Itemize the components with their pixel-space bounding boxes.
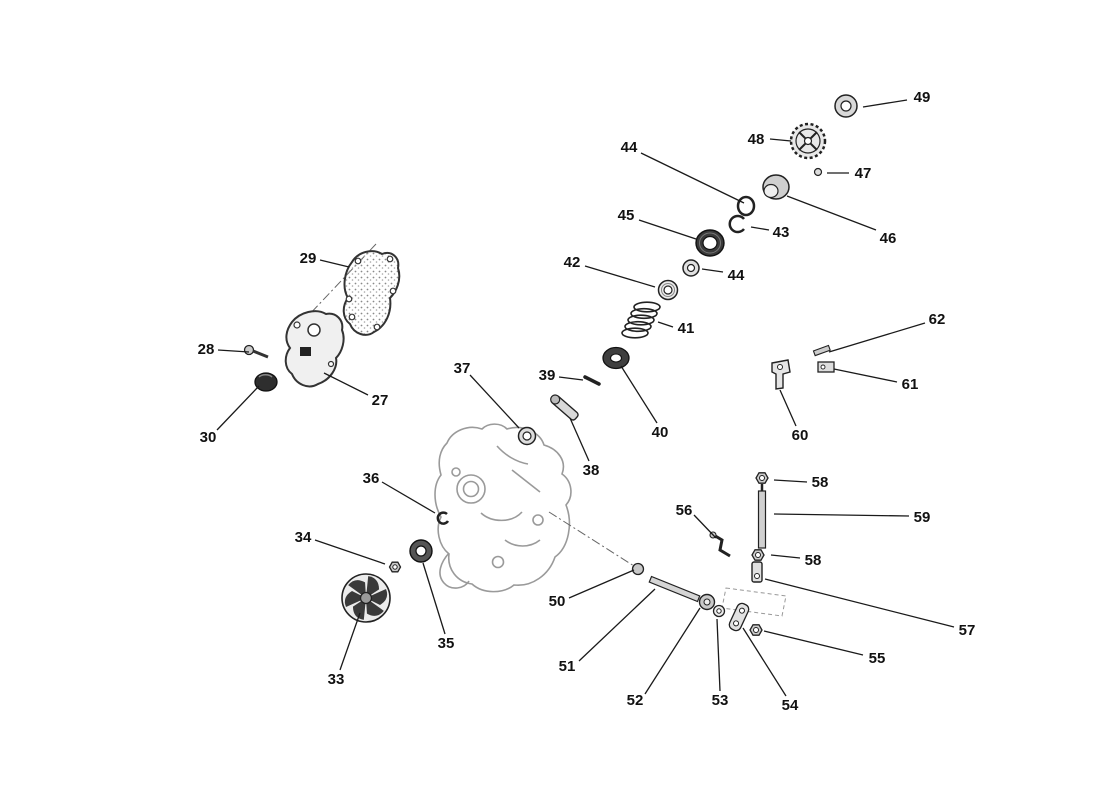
part-36-clip (436, 511, 450, 525)
callout-48: 48 (748, 131, 765, 148)
callout-44-upper: 44 (621, 139, 638, 156)
part-27-cover (284, 310, 345, 388)
part-50-ball (631, 562, 645, 576)
leader-lines (216, 99, 955, 697)
callout-39: 39 (539, 367, 556, 384)
callout-60: 60 (792, 427, 809, 444)
part-39-pin (583, 375, 601, 386)
part-34-nut (388, 561, 402, 573)
part-44-ring-upper (736, 195, 756, 217)
callout-40: 40 (652, 424, 669, 441)
callout-50: 50 (549, 593, 566, 610)
part-61-block (817, 361, 835, 373)
callout-38: 38 (583, 462, 600, 479)
callout-43: 43 (773, 224, 790, 241)
callout-30: 30 (200, 429, 217, 446)
callout-46: 46 (880, 230, 897, 247)
callout-33: 33 (328, 671, 345, 688)
part-54-lever (728, 602, 750, 632)
alignment-axes (289, 243, 635, 567)
part-40-seal (602, 346, 630, 370)
part-53-washer (712, 604, 726, 618)
part-59-rod (757, 490, 767, 549)
callout-labels: 49 48 47 46 44 43 45 44 42 41 40 39 37 3… (198, 89, 976, 714)
callout-35: 35 (438, 635, 455, 652)
callout-34: 34 (295, 529, 312, 546)
callout-44-lower: 44 (728, 267, 745, 284)
part-51-rod (648, 575, 701, 603)
part-46-bushing (762, 174, 790, 200)
part-52-bushing (698, 593, 716, 611)
part-42-washer (657, 279, 679, 301)
part-38-shaft (550, 394, 579, 421)
callout-51: 51 (559, 658, 576, 675)
part-33-impeller (341, 573, 391, 623)
part-58-nut-lower (751, 549, 765, 561)
callout-52: 52 (627, 692, 644, 709)
part-45-seal (695, 229, 725, 257)
part-49-cap (834, 94, 858, 118)
callout-37: 37 (454, 360, 471, 377)
part-60-bracket (771, 359, 791, 390)
callout-41: 41 (678, 320, 695, 337)
callout-62: 62 (929, 311, 946, 328)
callout-58-upper: 58 (812, 474, 829, 491)
part-30-plug (254, 372, 278, 392)
callout-53: 53 (712, 692, 729, 709)
part-37-washer (517, 426, 537, 446)
callout-57: 57 (959, 622, 976, 639)
callout-55: 55 (869, 650, 886, 667)
part-62-pin (812, 344, 831, 357)
callout-54: 54 (782, 697, 799, 714)
callout-56: 56 (676, 502, 693, 519)
part-57-clevis (721, 561, 787, 617)
callout-47: 47 (855, 165, 872, 182)
callout-36: 36 (363, 470, 380, 487)
part-48-sprocket (789, 122, 827, 160)
part-35-seal (409, 539, 433, 563)
part-43-circlip (728, 214, 745, 234)
part-58-bolt-upper (755, 472, 769, 491)
callout-27: 27 (372, 392, 389, 409)
part-41-spring (621, 301, 661, 339)
engine-case (434, 423, 572, 593)
callout-59: 59 (914, 509, 931, 526)
callout-29: 29 (300, 250, 317, 267)
part-28-bolt (243, 344, 269, 359)
part-29-gasket (342, 250, 401, 336)
part-47-pin (813, 167, 823, 177)
part-44-washer-lower (682, 259, 700, 277)
callout-61: 61 (902, 376, 919, 393)
callout-42: 42 (564, 254, 581, 271)
part-55-nut (749, 624, 763, 636)
callout-28: 28 (198, 341, 215, 358)
callout-45: 45 (618, 207, 635, 224)
callout-49: 49 (914, 89, 931, 106)
callout-58-lower: 58 (805, 552, 822, 569)
